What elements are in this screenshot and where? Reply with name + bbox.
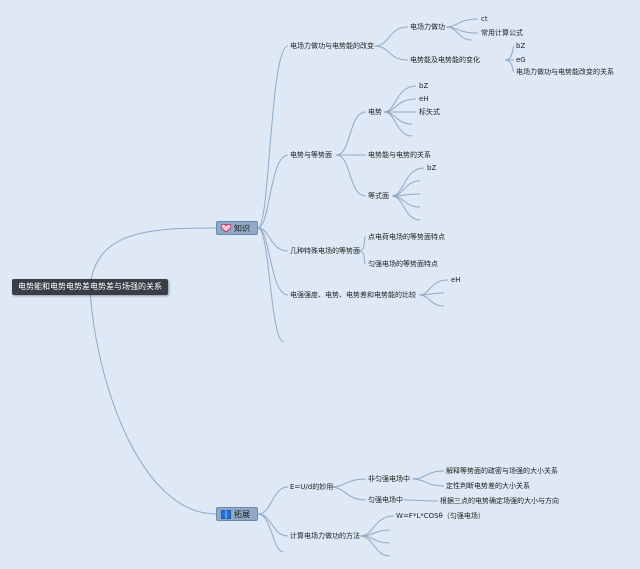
- topic-k2-a[interactable]: 电势: [368, 108, 382, 116]
- topic-k1-b-c1[interactable]: bZ: [516, 42, 526, 50]
- topic-k1-b-c3[interactable]: 电场力做功与电势能改变的关系: [516, 68, 614, 76]
- topic-k3[interactable]: 几种特殊电场的等势面: [290, 247, 360, 255]
- topic-k1-a-c2[interactable]: 常用计算公式: [481, 29, 523, 37]
- topic-e1-b[interactable]: 匀强电场中: [368, 496, 403, 504]
- topic-k1[interactable]: 电场力做功与电势能的改变: [290, 42, 374, 50]
- root-topic-label: 电势能和电势电势差电势差与场强的关系: [18, 282, 162, 291]
- topic-k1-b[interactable]: 电势能及电势能的变化: [410, 56, 480, 64]
- topic-e1-a[interactable]: 非匀强电场中: [368, 475, 410, 483]
- topic-e1-a-c2[interactable]: 定性判断电势差的大小关系: [446, 482, 530, 490]
- topic-k1-b-c2[interactable]: eG: [516, 56, 526, 64]
- heart-icon: [221, 224, 231, 233]
- topic-e1[interactable]: E=U/d的妙用: [290, 483, 334, 491]
- branch-extension[interactable]: 拓展: [216, 507, 258, 521]
- topic-k2-a-c2[interactable]: eH: [419, 95, 429, 103]
- branch-extension-label: 拓展: [234, 510, 250, 519]
- branch-knowledge[interactable]: 知识: [216, 221, 258, 235]
- topic-k4-c1[interactable]: eH: [451, 276, 461, 284]
- topic-k2-a-c3[interactable]: 标矢式: [419, 108, 440, 116]
- topic-k2[interactable]: 电势与等势面: [290, 151, 332, 159]
- topic-e2[interactable]: 计算电场力做功的方法: [290, 532, 360, 540]
- topic-k1-a-c1[interactable]: ct: [481, 15, 488, 23]
- topic-k3-c2[interactable]: 匀强电场的等势面特点: [368, 260, 438, 268]
- topic-k2-c-c1[interactable]: bZ: [427, 164, 437, 172]
- book-icon: [221, 510, 231, 519]
- root-topic[interactable]: 电势能和电势电势差电势差与场强的关系: [12, 279, 168, 295]
- topic-k2-c[interactable]: 等式面: [368, 192, 389, 200]
- branch-knowledge-label: 知识: [234, 224, 250, 233]
- topic-k2-b[interactable]: 电势能与电势的关系: [368, 151, 431, 159]
- topic-e1-b-c1[interactable]: 根据三点的电势确定场强的大小与方向: [440, 497, 559, 505]
- topic-k4[interactable]: 电强强度、电势、电势差和电势能的比较: [290, 291, 416, 299]
- topic-e2-c1[interactable]: W=F*L*COSθ（匀强电场）: [396, 512, 485, 520]
- topic-e1-a-c1[interactable]: 解释等势面的疏密与场强的大小关系: [446, 467, 558, 475]
- topic-k3-c1[interactable]: 点电荷电场的等势面特点: [368, 233, 445, 241]
- topic-k2-a-c1[interactable]: bZ: [419, 82, 429, 90]
- topic-k1-a[interactable]: 电场力做功: [410, 23, 445, 31]
